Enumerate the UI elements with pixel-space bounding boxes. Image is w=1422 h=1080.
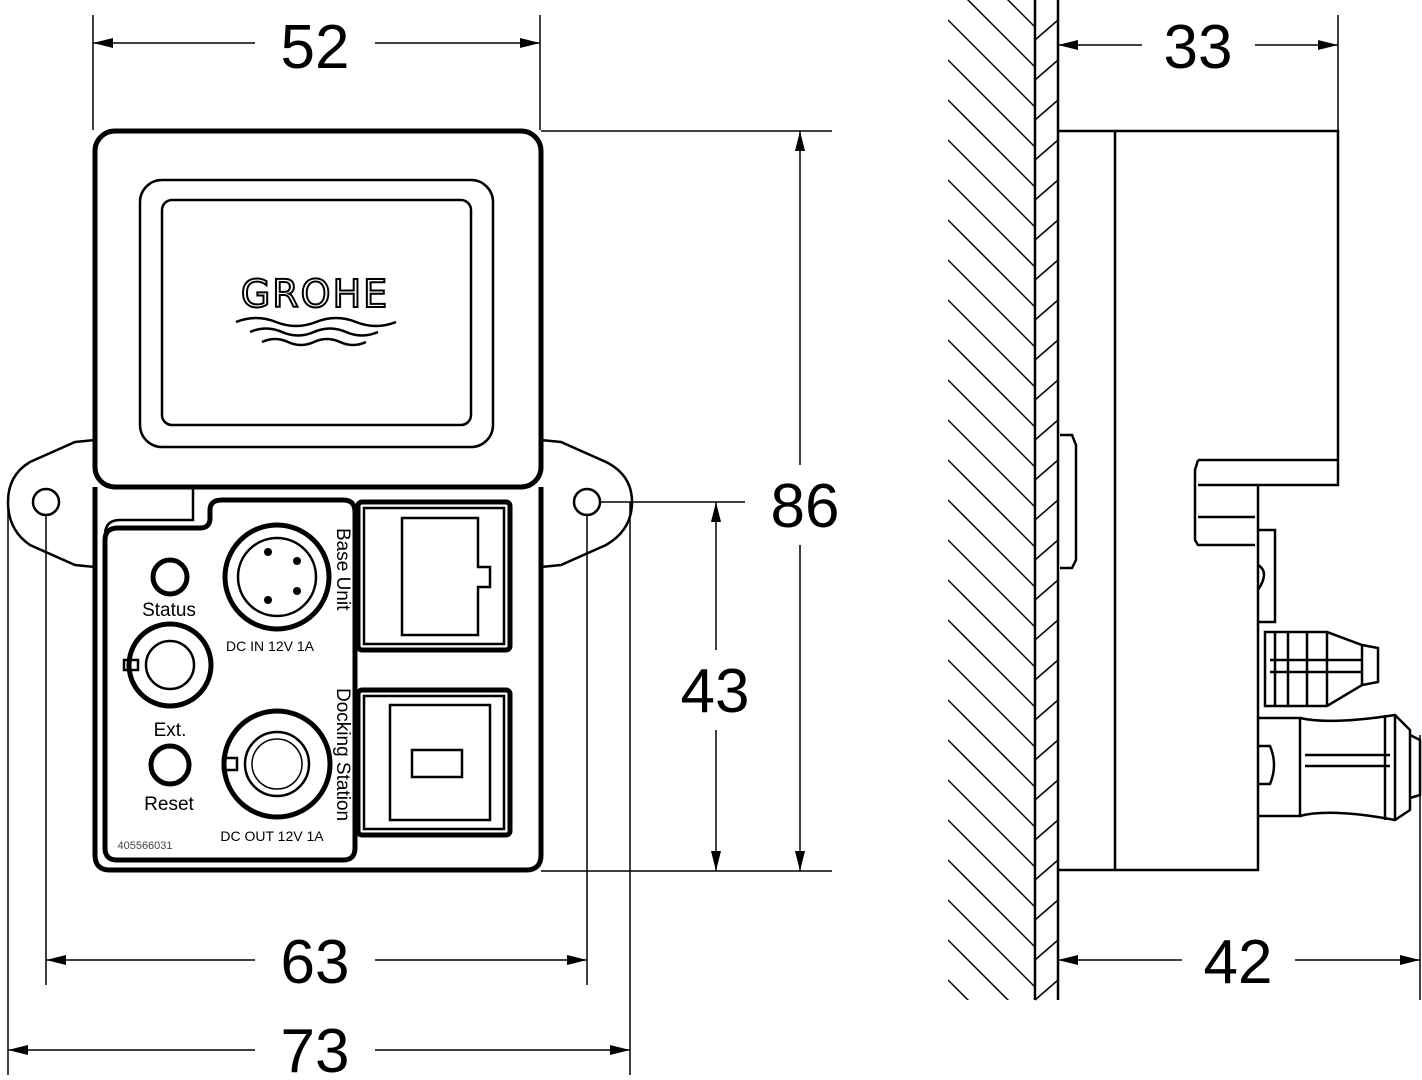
- dc-in-label: DC IN 12V 1A: [226, 638, 315, 654]
- dim-lower-height: 43: [681, 657, 750, 726]
- ext-label: Ext.: [154, 720, 187, 741]
- cover-plate: [160, 198, 473, 427]
- side-dimensions: 33 42: [1057, 13, 1421, 1000]
- side-view: [948, 0, 1422, 1001]
- dim-height: 86: [771, 472, 840, 541]
- status-led-icon: [150, 557, 190, 597]
- dim-side-depth-top: 33: [1164, 13, 1233, 82]
- lower-housing: [92, 487, 544, 873]
- side-flange-bump: [1060, 433, 1078, 570]
- base-unit-label: Base Unit: [332, 528, 353, 611]
- side-knob: [1193, 458, 1338, 547]
- side-housing: [1058, 129, 1340, 872]
- right-mounting-hole: [572, 487, 602, 517]
- dc-out-label: DC OUT 12V 1A: [220, 828, 324, 844]
- water-waves-icon: [235, 316, 397, 347]
- control-panel: [102, 497, 358, 863]
- side-connector-lower: [1258, 713, 1422, 822]
- base-unit-port[interactable]: [355, 499, 513, 653]
- dc-in-connector[interactable]: [222, 522, 332, 632]
- dim-total-width: 73: [281, 1017, 350, 1080]
- dc-out-connector[interactable]: [221, 708, 333, 820]
- dim-top-width: 52: [281, 13, 350, 82]
- docking-station-port[interactable]: [355, 687, 513, 838]
- front-view: GROHE Status Ext. Reset DC IN 12V 1A: [6, 128, 634, 873]
- part-number: 405566031: [117, 840, 172, 852]
- cover-frame: [138, 178, 495, 449]
- grohe-logo: GROHE: [241, 272, 389, 316]
- side-connector-upper: [1263, 630, 1380, 708]
- dim-hole-spacing: 63: [281, 928, 350, 997]
- top-cover: [92, 128, 544, 490]
- status-label: Status: [142, 600, 196, 621]
- reset-label: Reset: [144, 794, 194, 815]
- reset-button[interactable]: [148, 743, 192, 787]
- dim-side-depth-total: 42: [1204, 928, 1273, 997]
- wall-surface-hatch: [1034, 0, 1059, 1001]
- ext-connector[interactable]: [122, 621, 214, 709]
- left-mounting-hole: [31, 487, 61, 517]
- left-mounting-flange: [6, 438, 96, 569]
- wall-hatching: [948, 0, 1035, 1000]
- docking-station-label: Docking Station: [332, 688, 353, 821]
- front-dimensions: 52 86 43 63 73: [7, 13, 840, 1080]
